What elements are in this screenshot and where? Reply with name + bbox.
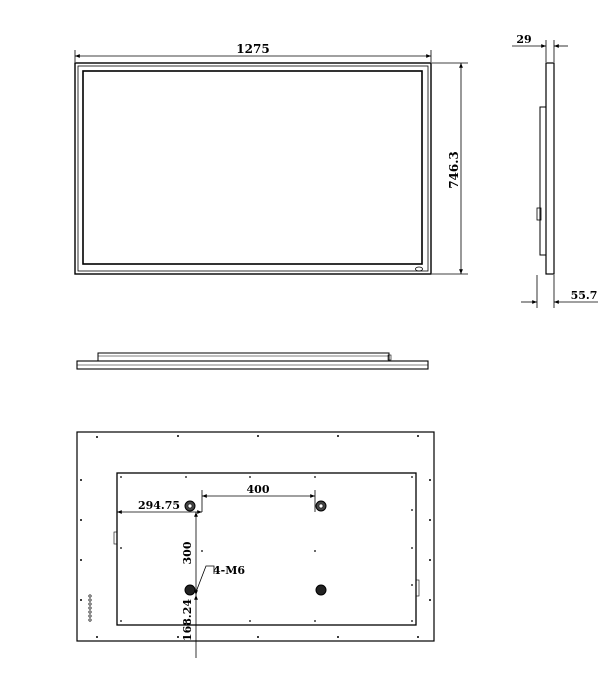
- top-view: [76, 352, 429, 370]
- back-dimensions: [117, 490, 316, 658]
- side-back-box: [539, 106, 547, 256]
- housing-screw-dots: [120, 476, 413, 622]
- back-view: [76, 431, 435, 642]
- front-width-label: 1275: [236, 42, 269, 56]
- screw-callout-label: 4-M6: [213, 564, 245, 577]
- hole-spacing-v-label: 300: [181, 541, 194, 564]
- vent-holes: [88, 594, 92, 622]
- side-depth-bottom-label: 55.7: [571, 289, 598, 302]
- bottom-offset-label: 168.24: [181, 599, 194, 641]
- vesa-hole-top-right: [315, 500, 327, 512]
- left-offset-label: 294.75: [138, 499, 180, 512]
- top-back-box: [97, 352, 390, 362]
- hole-spacing-h-label: 400: [247, 483, 270, 496]
- front-outer-frame: [74, 62, 432, 275]
- frame-screw-dots: [80, 435, 431, 638]
- vesa-holes: [184, 500, 327, 596]
- vesa-hole-bottom-left: [184, 584, 196, 596]
- vesa-hole-bottom-right: [315, 584, 327, 596]
- vesa-hole-top-left: [184, 500, 196, 512]
- back-left-port: [113, 531, 118, 545]
- side-depth-top-label: 29: [516, 33, 531, 46]
- front-screen: [82, 70, 423, 265]
- front-view: [74, 50, 468, 275]
- back-outer-frame: [76, 431, 435, 642]
- side-view: [512, 40, 598, 308]
- back-housing: [116, 472, 417, 626]
- side-connector: [536, 207, 542, 221]
- side-panel: [545, 62, 555, 275]
- front-logo-mark: [415, 266, 423, 272]
- screw-callout-leader: [195, 565, 215, 593]
- front-height-label: 746.3: [447, 151, 461, 189]
- back-right-port: [415, 579, 420, 597]
- front-bezel: [77, 65, 429, 272]
